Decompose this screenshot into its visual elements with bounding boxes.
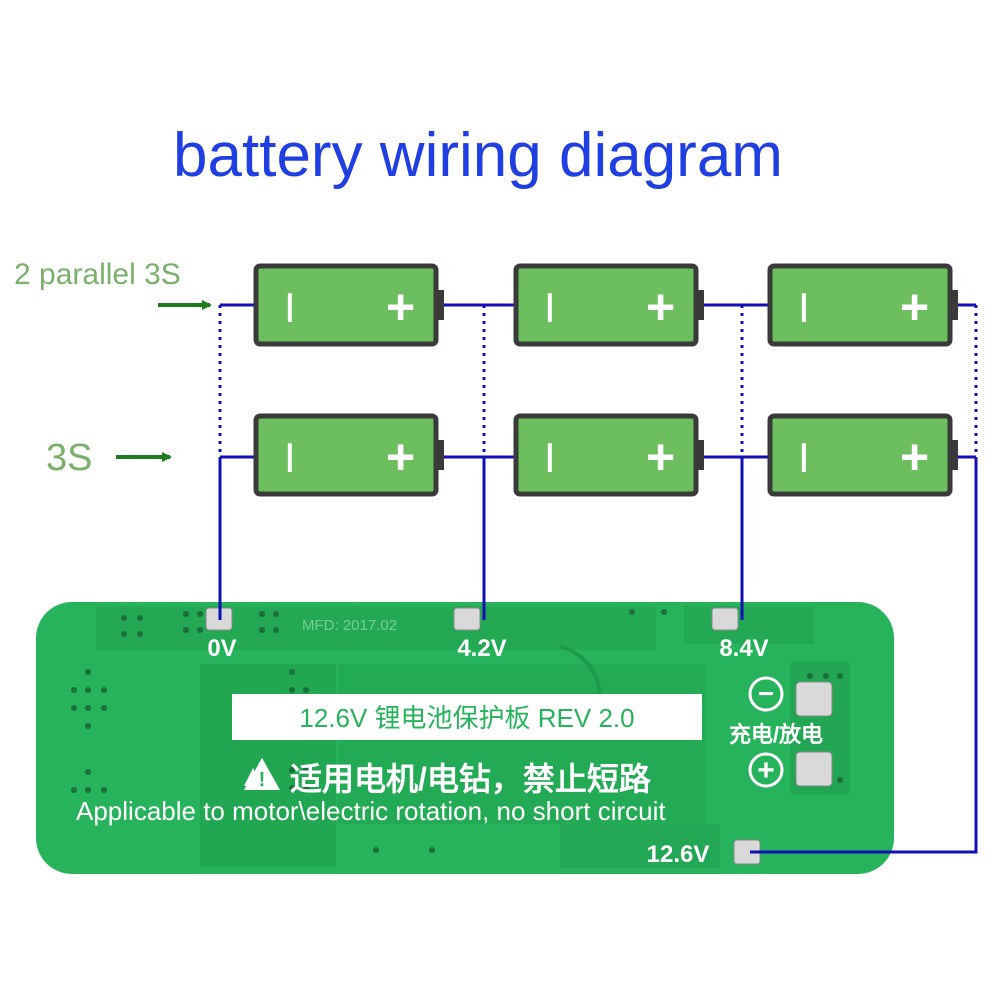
english-note: Applicable to motor\electric rotation, n… [76,796,666,826]
terminal-label-0v: 0V [207,635,236,662]
wires [218,303,978,854]
mfd-marking: MFD: 2017.02 [302,617,397,634]
parallel-config-label: 2 parallel 3S [14,258,181,291]
battery-negative-icon: I [284,434,296,481]
warning-triangle-icon [244,758,280,790]
battery-cell: I + [253,263,444,347]
battery-group: I + I + I + I + I + [253,263,958,497]
protection-board: MFD: 2017.02 0V 4.2V 8.4V 12.6V 12.6V 锂电… [36,602,894,874]
battery-cell: I + [767,413,958,497]
terminal-label-8-4v: 8.4V [719,635,768,662]
diagram-title: battery wiring diagram [173,121,783,190]
battery-positive-icon: + [386,279,415,335]
battery-negative-icon: I [798,434,810,481]
battery-cell: I + [513,263,704,347]
battery-negative-icon: I [544,284,556,331]
terminal-label-12-6v: 12.6V [647,841,710,868]
battery-negative-icon: I [544,434,556,481]
wire-12-6v [750,457,978,854]
battery-negative-icon: I [284,284,296,331]
battery-cell: I + [253,413,444,497]
battery-cell: I + [767,263,958,347]
parallel-links [218,305,978,457]
minus-terminal-icon [748,676,784,712]
series-config-label: 3S [46,437,92,479]
battery-positive-icon: + [900,429,929,485]
plus-terminal-symbol: + [757,754,775,787]
terminal-label-4-2v: 4.2V [457,635,506,662]
minus-terminal-symbol: − [758,678,774,709]
battery-positive-icon: + [386,429,415,485]
battery-negative-icon: I [798,284,810,331]
battery-positive-icon: + [646,279,675,335]
plus-terminal-icon [748,752,784,788]
warning-exclaim: ! [259,769,266,791]
battery-positive-icon: + [646,429,675,485]
board-label-text: 12.6V 锂电池保护板 REV 2.0 [299,703,634,733]
pcb-vias [71,609,843,853]
battery-cell: I + [513,413,704,497]
battery-positive-icon: + [900,279,929,335]
board-label-plate [232,694,702,740]
charge-discharge-label: 充电/放电 [729,722,823,747]
warning-text: 适用电机/电钻，禁止短路 [290,761,652,797]
